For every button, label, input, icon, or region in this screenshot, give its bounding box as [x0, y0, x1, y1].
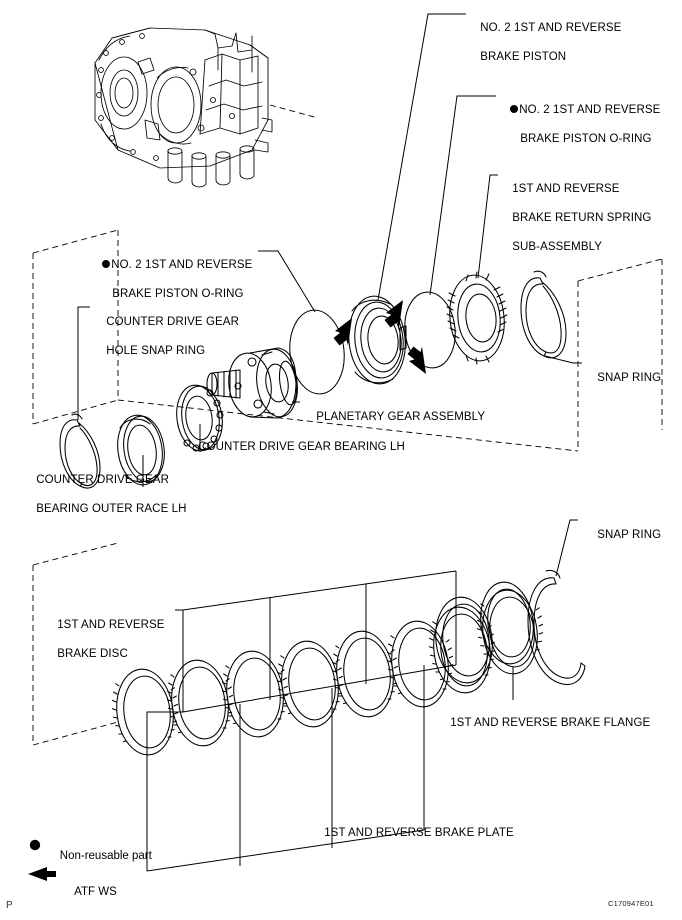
label-brake-return-spring-line3: SUB-ASSEMBLY: [512, 240, 603, 253]
non-reusable-bullet-icon: [510, 105, 519, 113]
non-reusable-bullet-icon: [29, 839, 41, 851]
part-no2-brake-piston: [348, 295, 407, 385]
label-brake-return-spring-line2: BRAKE RETURN SPRING: [512, 211, 652, 224]
upper-panel-dashed-frame: [32, 229, 663, 452]
brake-disc-2: [166, 659, 234, 747]
label-no2-brake-piston-oring-top-line1: NO. 2 1ST AND REVERSE: [519, 103, 661, 116]
label-planetary-gear-assembly: PLANETARY GEAR ASSEMBLY: [303, 395, 485, 439]
label-counter-drive-gear-bearing-lh-line1: COUNTER DRIVE GEAR BEARING LH: [198, 440, 405, 453]
leader-lines-lower: [175, 519, 578, 812]
part-planetary-gear-assembly: [206, 347, 298, 419]
label-counter-drive-gear-hole-snap-ring-line2: HOLE SNAP RING: [106, 344, 206, 357]
legend-non-reusable-text: Non-reusable part: [59, 850, 152, 862]
atf-arrow-group-upper: [333, 300, 426, 374]
label-no2-brake-piston-line1: NO. 2 1ST AND REVERSE: [480, 21, 622, 34]
part-snap-ring-upper: [520, 270, 567, 359]
label-counter-drive-gear-bearing-outer-race: COUNTER DRIVE GEAR BEARING OUTER RACE LH: [23, 458, 187, 531]
label-brake-return-spring: 1ST AND REVERSE BRAKE RETURN SPRING SUB-…: [499, 167, 651, 269]
label-no2-brake-piston-oring-top-line2: BRAKE PISTON O-RING: [520, 132, 652, 145]
brake-disc-stack: [111, 569, 586, 756]
part-counter-drive-gear-bearing-lh: [176, 384, 224, 452]
non-reusable-bullet-icon: [102, 260, 111, 268]
label-snap-ring-upper: SNAP RING: [584, 356, 661, 400]
atf-arrow-icon: [384, 300, 403, 328]
label-brake-plate-line1: 1ST AND REVERSE BRAKE PLATE: [324, 826, 514, 839]
brake-disc-4: [276, 640, 344, 728]
legend-atf: ATF WS: [62, 874, 117, 910]
part-snap-ring-lower: [527, 569, 586, 685]
label-brake-flange-line1: 1ST AND REVERSE BRAKE FLANGE: [450, 716, 651, 729]
brake-disc-5: [331, 630, 399, 718]
brake-disc-8: [435, 596, 493, 684]
label-snap-ring-upper-line1: SNAP RING: [597, 371, 662, 384]
legend-atf-text: ATF WS: [74, 886, 117, 898]
label-no2-brake-piston-oring-top: NO. 2 1ST AND REVERSE BRAKE PISTON O-RIN…: [497, 88, 660, 161]
label-no2-brake-piston-oring-left-line1: NO. 2 1ST AND REVERSE: [111, 258, 253, 271]
legend-non-reusable: Non-reusable part: [47, 838, 152, 874]
label-brake-disc-line1: 1ST AND REVERSE: [57, 618, 165, 631]
part-counter-drive-gear-bearing-outer-race-lh: [117, 414, 165, 486]
label-brake-return-spring-line1: 1ST AND REVERSE: [512, 182, 620, 195]
label-no2-brake-piston-oring-left-line2: BRAKE PISTON O-RING: [112, 287, 244, 300]
label-counter-drive-gear-hole-snap-ring: COUNTER DRIVE GEAR HOLE SNAP RING: [93, 300, 239, 373]
brake-flange-10: [480, 581, 534, 665]
brake-disc-6: [386, 620, 454, 708]
atf-arrow-icon: [407, 346, 426, 374]
label-counter-drive-gear-bearing-lh: COUNTER DRIVE GEAR BEARING LH: [185, 425, 405, 469]
part-brake-return-spring-sub-assembly: [446, 271, 508, 365]
lower-panel-dashed-frame: [32, 542, 119, 746]
atf-arrow-legend-icon: [28, 867, 56, 881]
case-to-panel-dashed-leader: [269, 104, 319, 119]
part-no2-brake-piston-oring-left: [289, 309, 345, 395]
transmission-case-illustration: [94, 27, 273, 188]
label-counter-drive-gear-hole-snap-ring-line1: COUNTER DRIVE GEAR: [106, 315, 239, 328]
atf-arrow-icon: [333, 318, 352, 346]
label-planetary-gear-assembly-line1: PLANETARY GEAR ASSEMBLY: [316, 410, 486, 423]
label-brake-disc: 1ST AND REVERSE BRAKE DISC: [44, 603, 165, 676]
part-no2-brake-piston-oring-right: [404, 291, 456, 369]
label-no2-brake-piston-oring-left: NO. 2 1ST AND REVERSE BRAKE PISTON O-RIN…: [89, 243, 252, 316]
label-snap-ring-lower-line1: SNAP RING: [597, 528, 662, 541]
brake-disc-3: [221, 650, 289, 738]
leader-lines-upper: [77, 13, 582, 487]
label-counter-drive-gear-bearing-outer-race-line2: BEARING OUTER RACE LH: [36, 502, 187, 515]
label-counter-drive-gear-bearing-outer-race-line1: COUNTER DRIVE GEAR: [36, 473, 169, 486]
label-brake-plate: 1ST AND REVERSE BRAKE PLATE: [311, 811, 514, 855]
label-snap-ring-lower: SNAP RING: [584, 513, 661, 557]
corner-mark-p: P: [6, 900, 13, 911]
label-brake-disc-line2: BRAKE DISC: [57, 647, 128, 660]
label-no2-brake-piston: NO. 2 1ST AND REVERSE BRAKE PISTON: [467, 6, 621, 79]
figure-code: C170947E01: [608, 899, 654, 908]
label-brake-flange: 1ST AND REVERSE BRAKE FLANGE: [437, 701, 650, 745]
label-no2-brake-piston-line2: BRAKE PISTON: [480, 50, 567, 63]
